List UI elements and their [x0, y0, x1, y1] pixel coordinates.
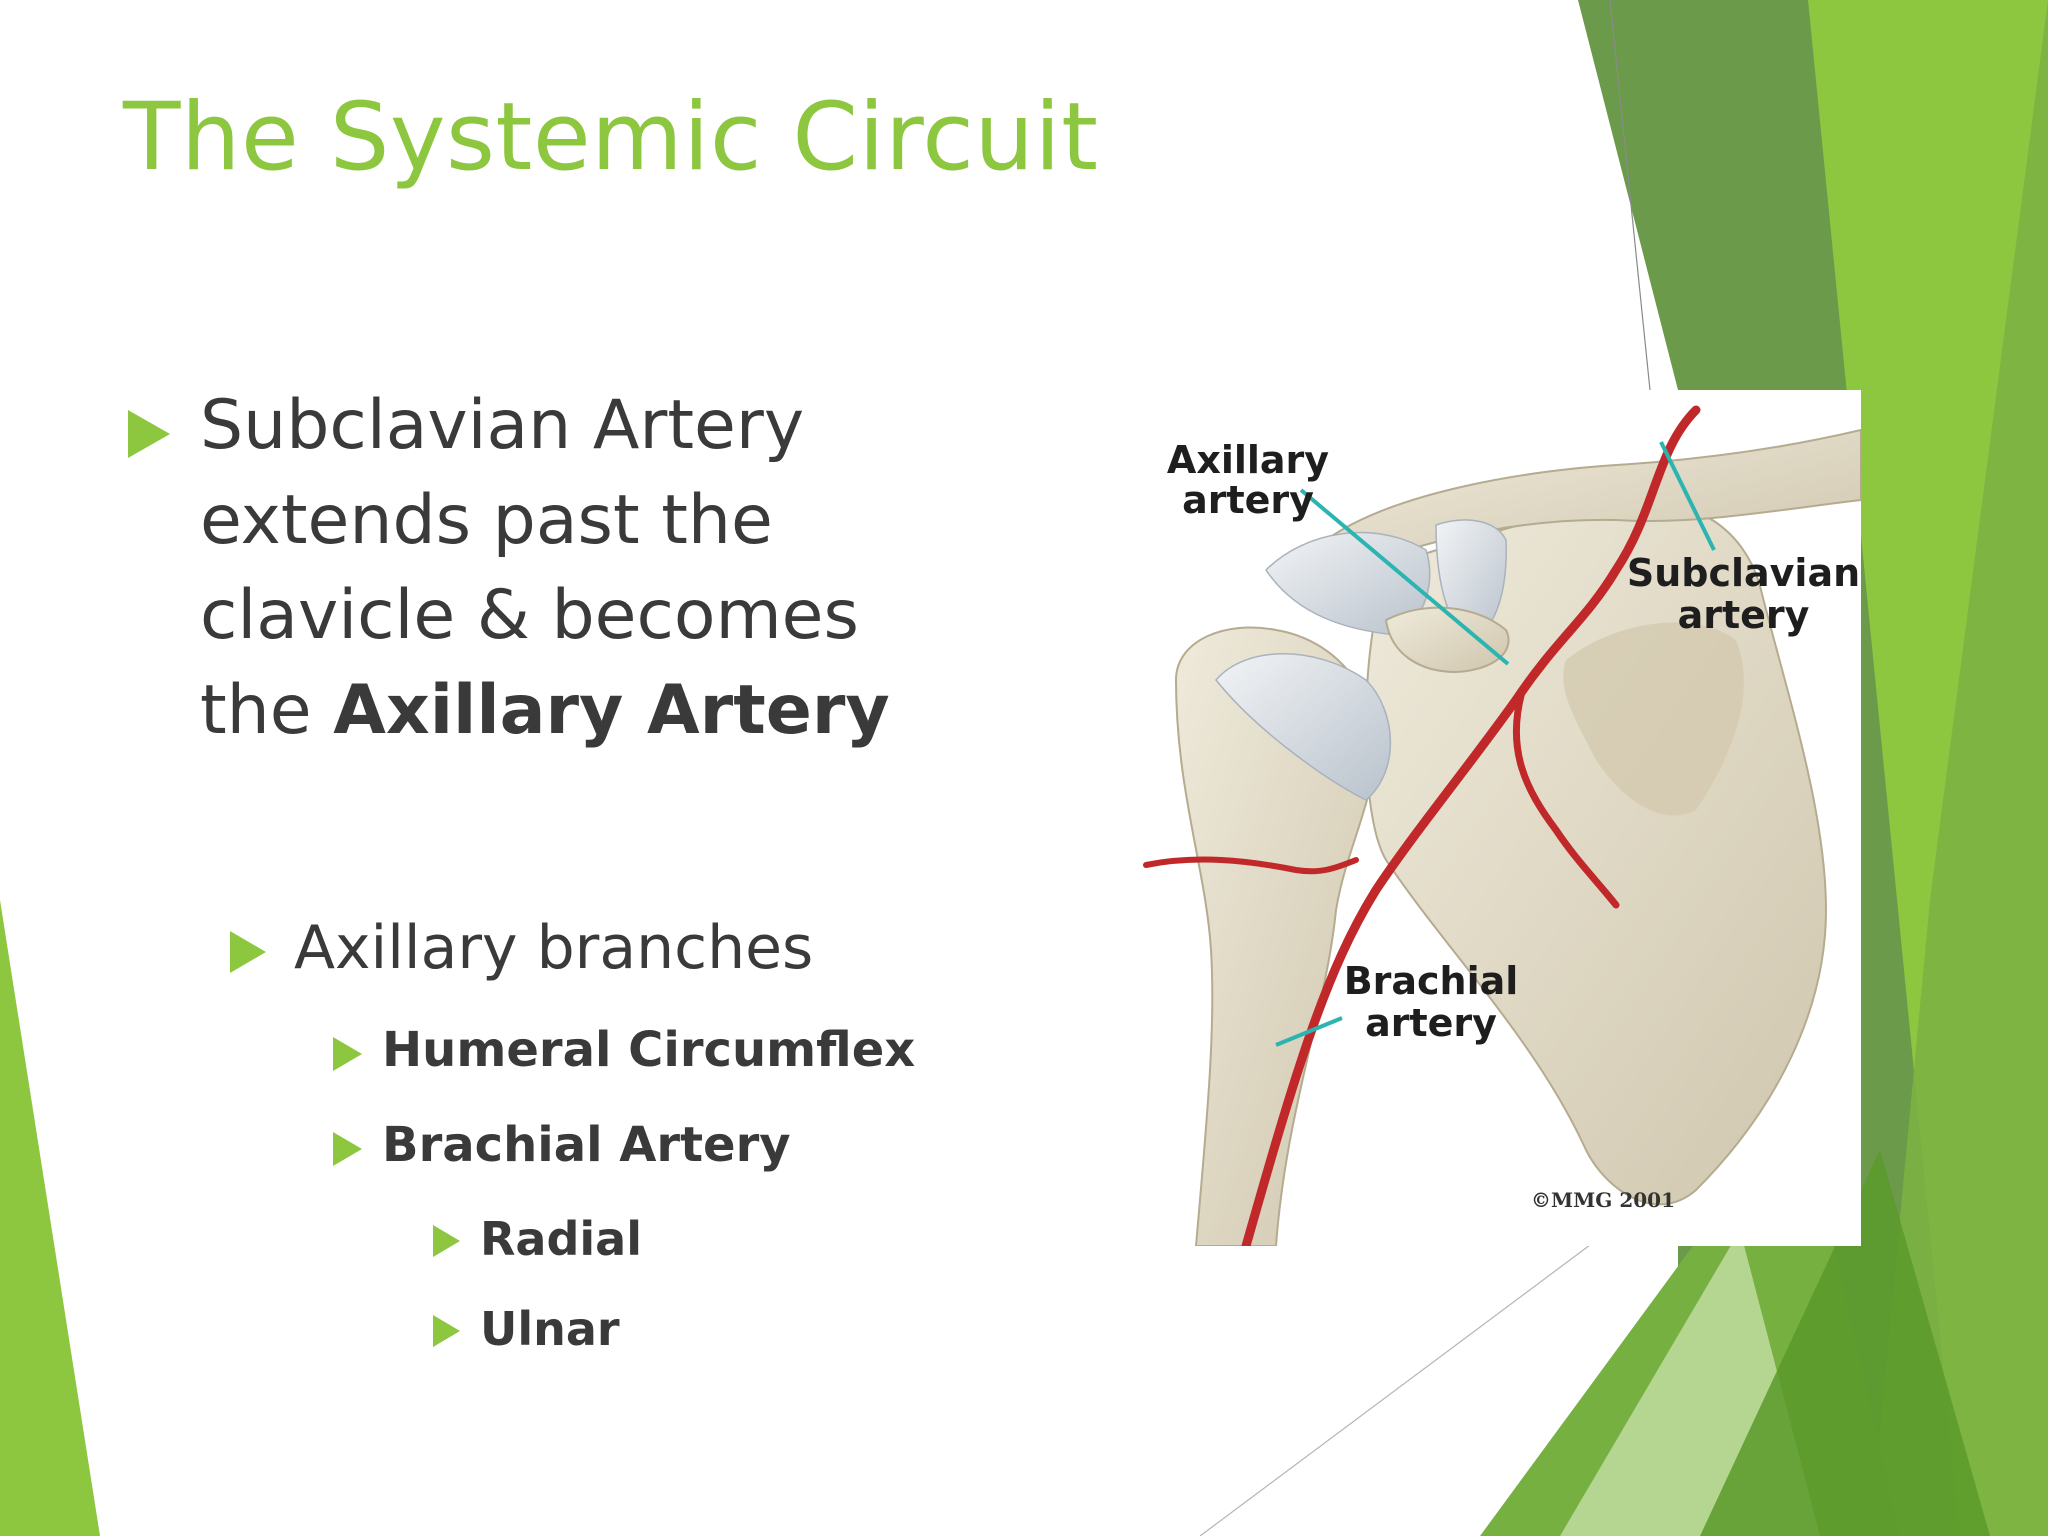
subclavian-label-line1: Subclavian: [1626, 551, 1861, 595]
sub-branch-item-label: Ulnar: [480, 1302, 620, 1356]
bullet-arrow-icon: [333, 1132, 362, 1166]
brachial-label-line2: artery: [1365, 1001, 1497, 1045]
bg-thin-line: [1609, 0, 1651, 391]
branch-item: Humeral Circumflex: [333, 1013, 915, 1087]
subclavian-pointer-line: [1659, 441, 1716, 551]
sub-branch-item-label: Radial: [480, 1212, 642, 1266]
brachial-label-line1: Brachial: [1343, 959, 1519, 1003]
main-bullet: Subclavian Artery extends past the clavi…: [128, 378, 960, 758]
shoulder-anatomy-illustration: Axillary artery Subclavian artery Brachi…: [1136, 390, 1861, 1246]
axillary-artery-label: Axillary artery: [1148, 440, 1348, 520]
axillary-label-line2: artery: [1182, 478, 1314, 522]
branch-item-label: Brachial Artery: [382, 1117, 791, 1173]
branch-item: Brachial Artery: [333, 1108, 791, 1182]
main-bullet-text: Subclavian Artery extends past the clavi…: [200, 378, 960, 758]
scapula-shadow: [1563, 622, 1744, 816]
coracoid-process: [1384, 606, 1510, 674]
bullet-arrow-icon: [433, 1225, 460, 1257]
axillary-label-line1: Axillary: [1166, 438, 1330, 482]
bullet-arrow-icon: [333, 1037, 362, 1071]
sub-bullet: Axillary branches: [230, 903, 813, 993]
main-bullet-bold-text: Axillary Artery: [333, 671, 890, 750]
illustration-copyright: ©MMG 2001: [1531, 1188, 1675, 1212]
bg-thin-line: [1199, 1244, 1591, 1536]
subclavian-label-line2: artery: [1677, 593, 1810, 637]
bg-left-sliver: [0, 900, 100, 1536]
humeral-circumflex-artery: [1143, 856, 1359, 875]
main-bullet-regular-text: Subclavian Artery extends past the clavi…: [200, 386, 859, 750]
bullet-arrow-icon: [230, 931, 266, 973]
subclavian-artery-label: Subclavian artery: [1626, 552, 1861, 636]
shoulder-bones-and-arteries-drawing: [1143, 405, 1861, 1246]
axillary-pointer-line: [1299, 488, 1510, 666]
bg-panel-mid-green: [1870, 0, 2048, 1536]
artery-branch: [1512, 688, 1620, 909]
branch-item-label: Humeral Circumflex: [382, 1022, 916, 1078]
bullet-arrow-icon: [433, 1315, 460, 1347]
subclavian-axillary-artery: [1241, 405, 1701, 1246]
brachial-pointer-line: [1275, 1016, 1343, 1047]
humeral-head-cartilage: [1215, 653, 1392, 801]
sub-branch-item: Ulnar: [433, 1293, 620, 1365]
brachial-artery-label: Brachial artery: [1331, 960, 1531, 1044]
bg-panel-bottom-dark: [1700, 1150, 1990, 1536]
bullet-arrow-icon: [128, 410, 170, 458]
sub-bullet-text: Axillary branches: [294, 913, 814, 983]
slide-title: The Systemic Circuit: [123, 83, 1099, 192]
sub-branch-item: Radial: [433, 1203, 642, 1275]
